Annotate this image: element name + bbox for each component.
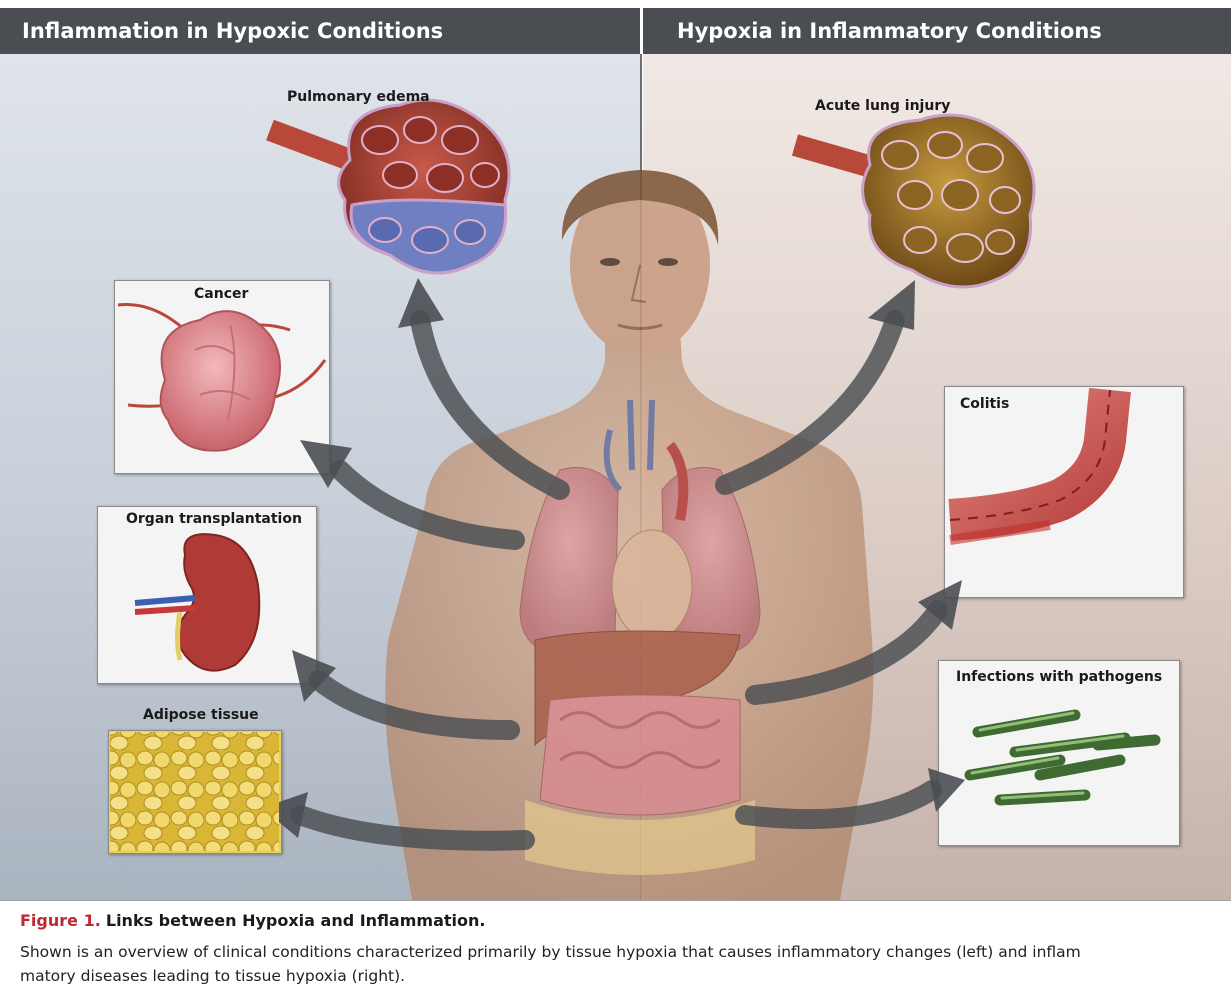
adipose-tissue-label: Adipose tissue [143, 707, 259, 723]
figure-number: Figure 1. [20, 911, 101, 930]
colitis-label: Colitis [960, 396, 1009, 412]
caption-body: Shown is an overview of clinical conditi… [20, 940, 1231, 988]
caption-line-1: Shown is an overview of clinical conditi… [20, 940, 1231, 964]
pulmonary-edema-label: Pulmonary edema [287, 89, 430, 105]
cancer-illustration [118, 305, 325, 451]
caption-heading: Figure 1. Links between Hypoxia and Infl… [20, 911, 485, 930]
pulmonary-edema-illustration [270, 100, 509, 273]
figure-caption: Figure 1. Links between Hypoxia and Infl… [0, 900, 1231, 998]
figure-title: Links between Hypoxia and Inflammation. [106, 911, 486, 930]
acute-lung-injury-illustration [795, 115, 1034, 287]
infections-label: Infections with pathogens [956, 669, 1162, 685]
cancer-label: Cancer [194, 286, 248, 302]
organ-transplantation-label: Organ transplantation [126, 511, 302, 527]
kidney-illustration [135, 534, 259, 670]
caption-line-2: matory diseases leading to tissue hypoxi… [20, 964, 1231, 988]
colitis-illustration [950, 390, 1110, 540]
adipose-illustration [110, 732, 279, 851]
illustration [0, 0, 1231, 900]
acute-lung-injury-label: Acute lung injury [815, 98, 950, 114]
